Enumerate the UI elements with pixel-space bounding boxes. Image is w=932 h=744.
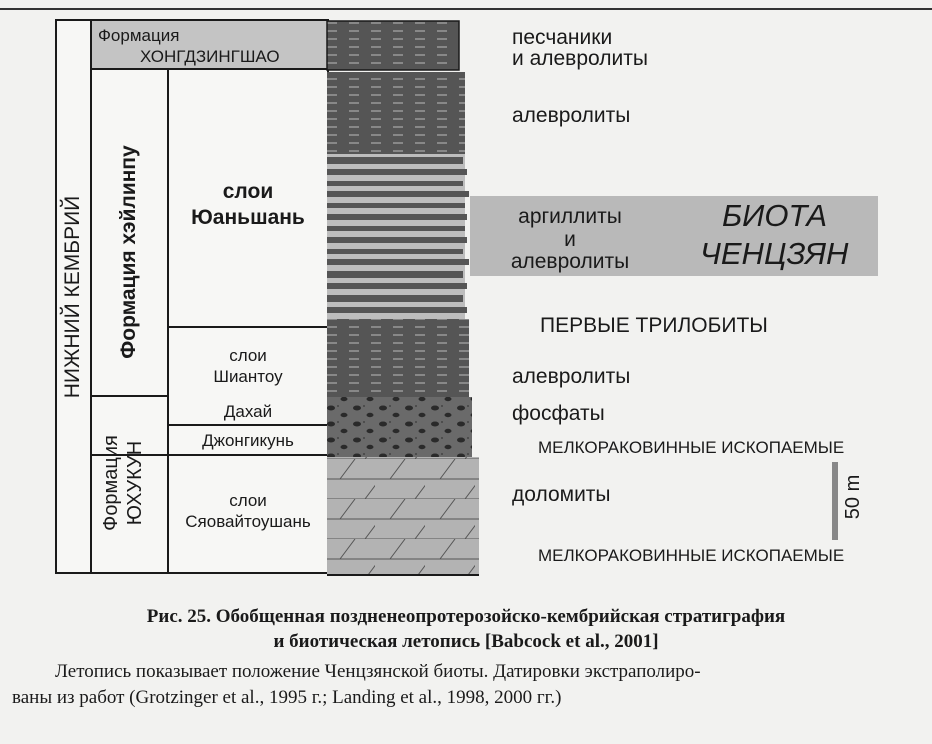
column-dolomite	[327, 457, 479, 575]
scale-bar	[832, 462, 838, 540]
formation-hongdzingshao	[92, 21, 327, 70]
formation-hongdzingshao-label-top: Формация	[98, 26, 180, 45]
layer-yuanshan-label-1: слои	[222, 180, 274, 203]
layer-shiantou-label-1: слои	[229, 346, 267, 365]
column-argillite-interbeds	[327, 154, 469, 319]
layer-shiantou-label-2: Шиантоу	[213, 367, 283, 386]
layer-dahai-label: Дахай	[223, 402, 273, 421]
lith-dolomite: доломиты	[512, 483, 611, 506]
column-phosphate	[327, 397, 472, 457]
lithology-column	[326, 20, 479, 576]
figure-caption-title-1: Рис. 25. Обобщенная поздненеопротерозойс…	[146, 606, 786, 627]
lith-argillite-3: алевролиты	[510, 250, 630, 273]
layer-row-dahai	[169, 397, 327, 426]
event-small-shelly-2: МЕЛКОРАКОВИННЫЕ ИСКОПАЕМЫЕ	[538, 546, 845, 565]
era-label: НИЖНИЙ КЕМБРИЙ	[61, 195, 84, 399]
figure-caption-body-2: ваны из работ (Grotzinger et al., 1995 г…	[12, 687, 562, 708]
layer-syaovai-label-1: слои	[229, 491, 267, 510]
layer-yuanshan-label-2: Юаньшань	[191, 206, 305, 229]
lith-siltstone-mid: алевролиты	[512, 365, 631, 388]
formation-heilinpu-label: Формация хэйлинпу	[117, 145, 140, 359]
stratigraphy-table	[55, 19, 329, 574]
event-first-trilobites: ПЕРВЫЕ ТРИЛОБИТЫ	[540, 314, 768, 337]
column-siltstone-upper	[327, 72, 465, 154]
biota-band	[470, 196, 878, 276]
scale-label: 50 m	[842, 474, 864, 520]
yuhukun-divider	[167, 397, 169, 574]
era-column	[55, 19, 92, 574]
lith-siltstone-top: алевролиты	[512, 104, 631, 127]
column-siltstone-lower	[327, 319, 469, 397]
biota-label-1: БИОТА	[722, 198, 828, 233]
lith-argillite-1: аргиллиты	[518, 205, 622, 228]
lith-sandstone-1: песчаники	[512, 26, 613, 49]
figure-caption-body-1: Летопись показывает положение Ченцзянско…	[55, 661, 701, 682]
lith-argillite-2: и	[564, 228, 576, 251]
layer-syaovai-label-2: Сяовайтоушань	[185, 512, 311, 531]
top-rule	[0, 8, 932, 10]
layer-row-dzhongikun	[92, 426, 327, 456]
event-small-shelly-1: МЕЛКОРАКОВИННЫЕ ИСКОПАЕМЫЕ	[538, 438, 845, 457]
formation-hongdzingshao-label-bottom: ХОНГДЗИНГШАО	[140, 47, 280, 66]
formation-heilinpu-column	[92, 70, 169, 397]
layer-dzhongikun-label: Джонгикунь	[202, 431, 294, 450]
biota-label-2: ЧЕНЦЗЯН	[700, 236, 849, 271]
layer-row-yuanshan	[169, 70, 327, 328]
figure-caption-title-2: и биотическая летопись [Babcock et al., …	[273, 631, 659, 652]
lith-phosphate: фосфаты	[512, 402, 605, 425]
column-hongdzingshao	[327, 21, 459, 70]
lith-sandstone-2: и алевролиты	[512, 47, 648, 70]
